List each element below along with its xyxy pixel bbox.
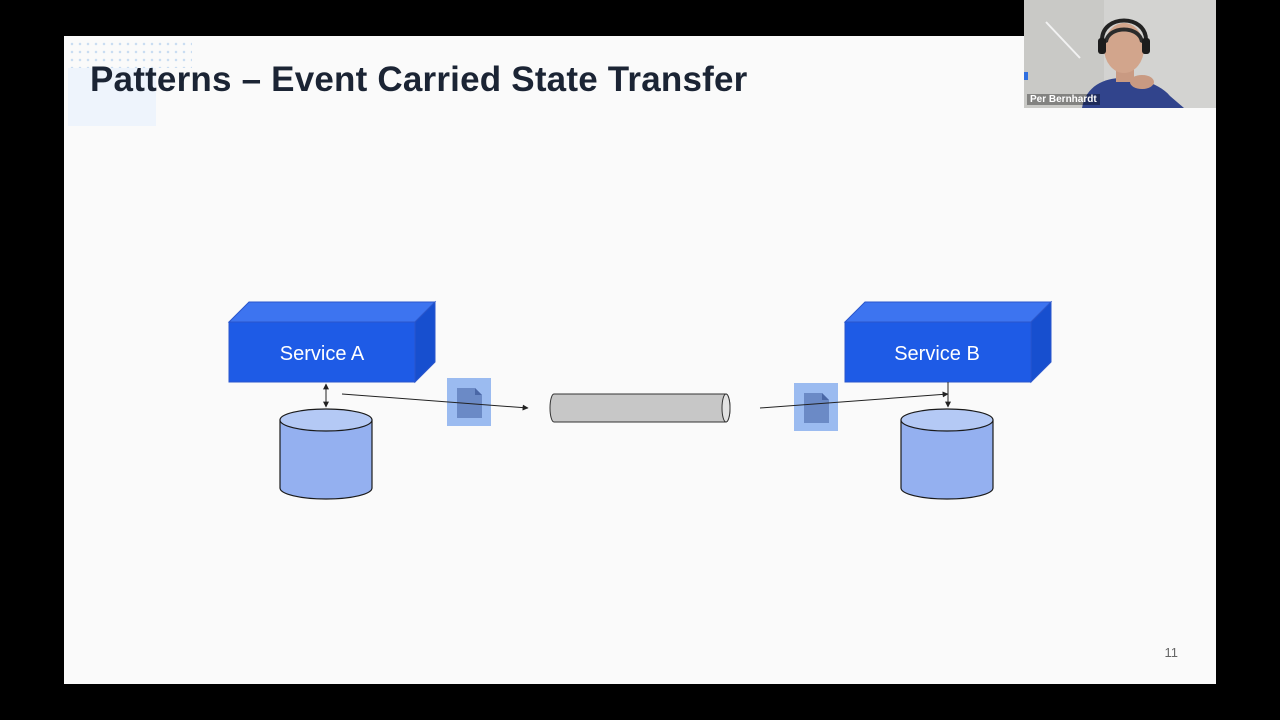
- event-document-b: [794, 383, 838, 431]
- message-bus-pipe: [549, 393, 731, 423]
- decorative-dots: [68, 40, 192, 68]
- consume-arrow: [759, 391, 949, 409]
- webcam-feed-image: [1024, 0, 1216, 108]
- service-a-label: Service A: [280, 343, 365, 365]
- decorative-block: [68, 68, 156, 126]
- publish-arrow: [341, 393, 529, 411]
- slide-page-number: 11: [1164, 645, 1179, 660]
- service-a-box: Service A: [227, 300, 437, 384]
- service-b-box: Service B: [843, 300, 1053, 384]
- architecture-diagram: Service A Service B: [227, 300, 1053, 500]
- database-a-icon: [279, 408, 373, 500]
- database-b-icon: [900, 408, 994, 500]
- participant-name-label: Per Bernhardt: [1027, 94, 1100, 105]
- slide-title: Patterns – Event Carried State Transfer: [90, 60, 748, 99]
- webcam-video-tile[interactable]: Per Bernhardt: [1024, 0, 1216, 108]
- slide: Patterns – Event Carried State Transfer …: [64, 36, 1216, 684]
- service-b-label: Service B: [894, 343, 980, 365]
